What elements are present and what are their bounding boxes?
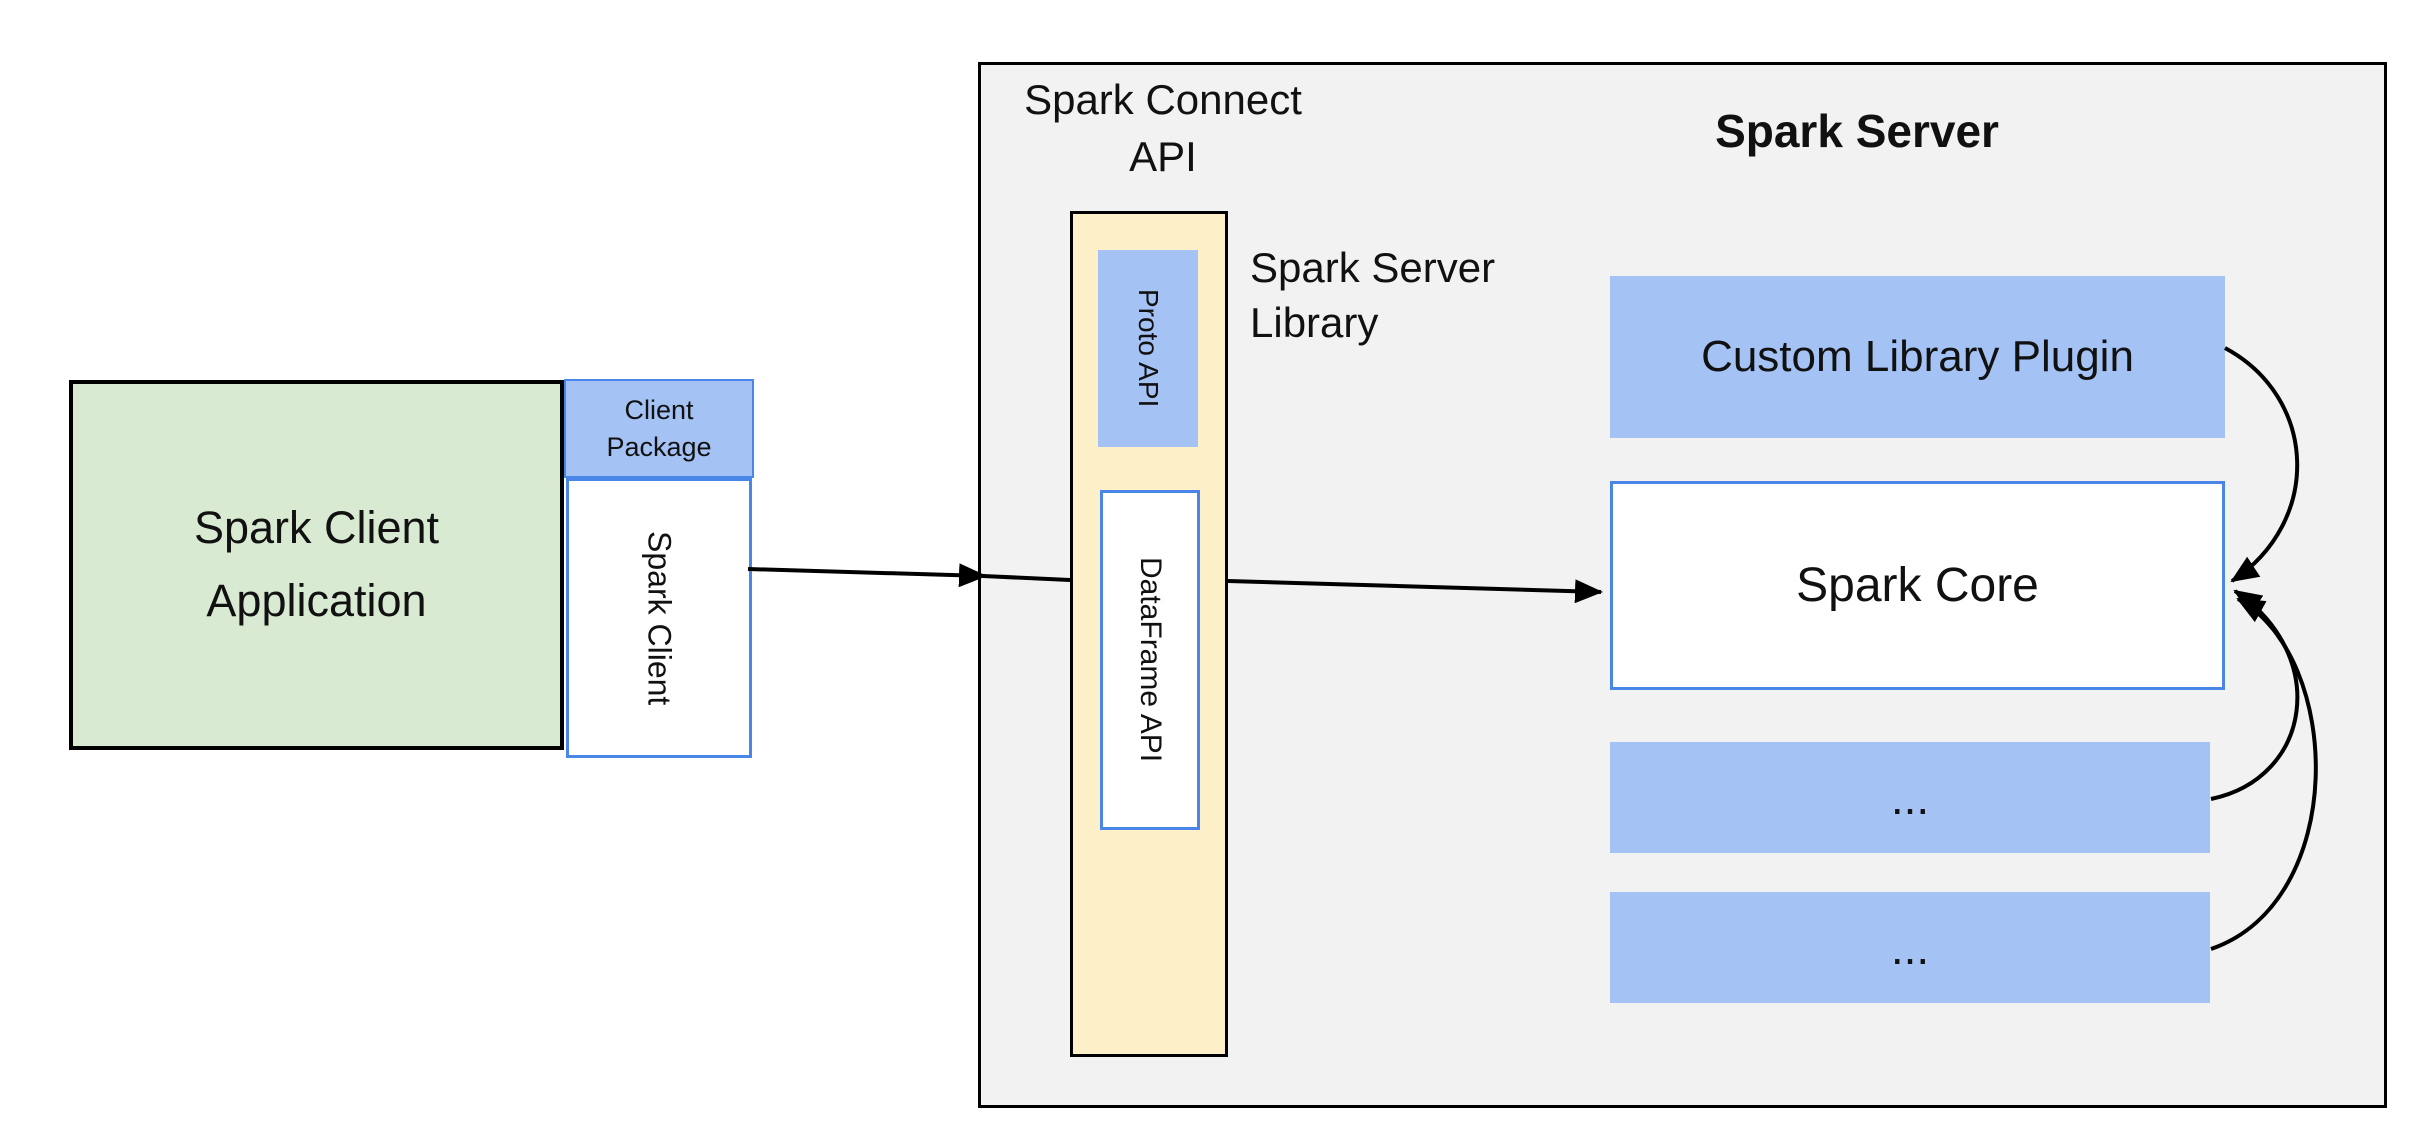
spark-server-library-caption: Spark Server Library [1250,244,1496,347]
arrow-client-to-boundary [747,563,987,588]
dataframe-api-label: DataFrame API [1134,557,1167,763]
custom-library-plugin-box: Custom Library Plugin [1610,276,2225,438]
spark-client-label: Spark Client [641,530,678,706]
ellipsis-box-2: ... [1610,892,2210,1003]
spark-server-title: Spark Server [1715,105,1999,157]
proto-api-label: Proto API [1133,289,1164,408]
client-package-box: Client Package [564,379,754,478]
spark-connect-api-title: Spark Connect API [1024,76,1302,180]
dataframe-api-box: DataFrame API [1100,490,1200,830]
ellipsis-box-1: ... [1610,742,2210,853]
spark-client-box: Spark Client [566,478,752,758]
spark-core-box: Spark Core [1610,481,2225,690]
spark-client-application-box: Spark Client Application [69,380,564,750]
proto-api-box: Proto API [1098,250,1198,447]
